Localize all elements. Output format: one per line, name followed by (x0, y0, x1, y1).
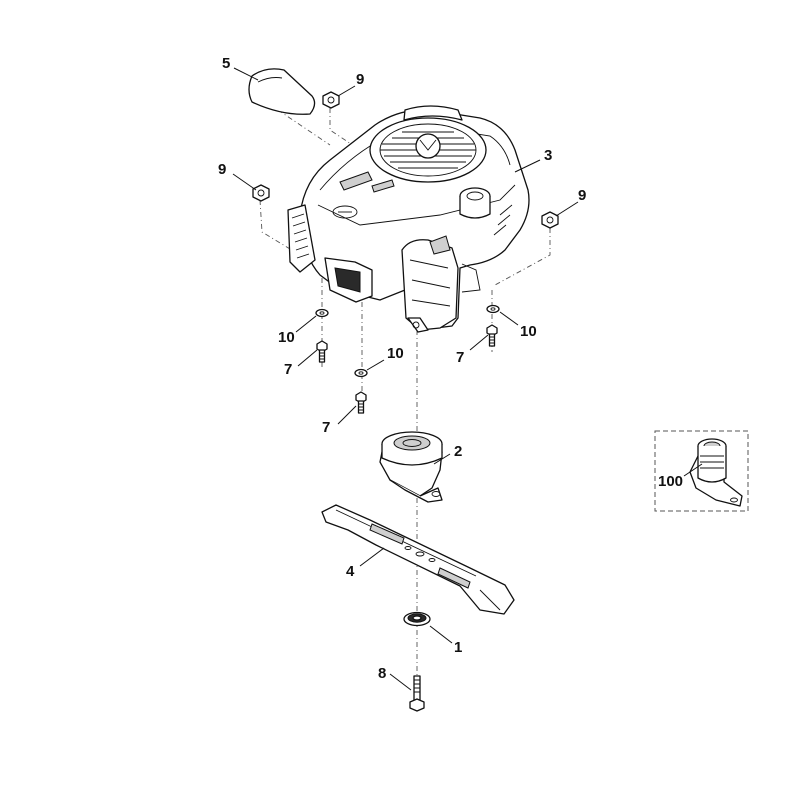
washer-right (486, 304, 500, 314)
bolt-right (486, 324, 498, 347)
blade-bolt-part (409, 675, 425, 712)
mower-blade-part (321, 504, 515, 615)
callout-4: 4 (346, 563, 355, 580)
blade-adapter-part (379, 431, 443, 503)
washer-left (315, 308, 329, 318)
callout-1: 1 (454, 639, 462, 656)
leader-lines (232, 67, 703, 691)
decal-part (248, 68, 316, 115)
callout-7-left: 7 (284, 361, 292, 378)
callout-10-left: 10 (278, 329, 295, 346)
bolt-middle (355, 391, 367, 414)
callout-10-middle: 10 (387, 345, 404, 362)
hex-nut-top (322, 91, 340, 109)
callout-labels: 5 9 9 9 3 10 7 10 7 7 10 2 4 1 8 100 (218, 55, 683, 682)
assembly-line-nut-right (494, 228, 551, 286)
engine-part (287, 105, 530, 333)
alternate-adapter-part (689, 438, 743, 507)
callout-100: 100 (658, 473, 683, 490)
bolt-left (316, 340, 328, 363)
callout-10-right: 10 (520, 323, 537, 340)
assembly-line-decal (277, 109, 331, 146)
callout-9-right: 9 (578, 187, 586, 204)
callout-9-left: 9 (218, 161, 226, 178)
inset-box (654, 430, 749, 512)
washer-middle (354, 368, 368, 378)
hex-nut-left (252, 184, 270, 202)
blade-washer-part (403, 611, 431, 627)
callout-8: 8 (378, 665, 386, 682)
assembly-line-nut-left (259, 199, 301, 256)
callout-3: 3 (544, 147, 552, 164)
callout-5: 5 (222, 55, 230, 72)
callout-7-middle: 7 (322, 419, 330, 436)
callout-2: 2 (454, 443, 462, 460)
hex-nut-right (541, 211, 559, 229)
callout-7-right: 7 (456, 349, 464, 366)
callout-9-top: 9 (356, 71, 364, 88)
